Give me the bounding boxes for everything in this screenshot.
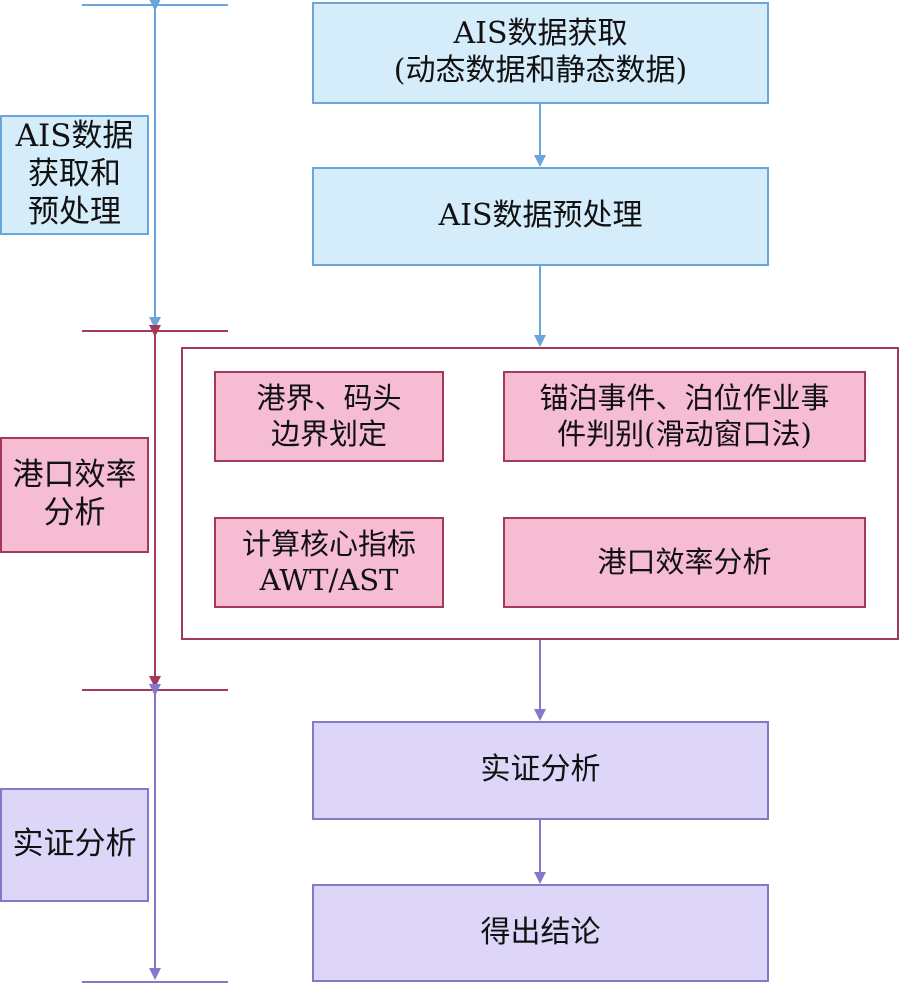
- stage-label-empirical: 实证分析: [0, 788, 149, 902]
- stage-label-acquisition-text: AIS数据 获取和 预处理: [15, 118, 134, 230]
- stage-label-efficiency-text: 港口效率 分析: [12, 457, 137, 531]
- step-ais-acquisition-text: AIS数据获取 (动态数据和静态数据): [393, 16, 688, 88]
- step-efficiency-analysis: 港口效率分析: [503, 517, 866, 608]
- step-ais-acquisition: AIS数据获取 (动态数据和静态数据): [312, 2, 769, 104]
- step-empirical-analysis: 实证分析: [312, 721, 769, 820]
- step-conclusion: 得出结论: [312, 884, 769, 982]
- step-empirical-analysis-text: 实证分析: [480, 752, 601, 788]
- step-conclusion-text: 得出结论: [480, 914, 601, 950]
- efficiency-analysis-frame: [181, 347, 899, 640]
- step-core-indicators-text: 计算核心指标 AWT/AST: [241, 527, 416, 597]
- stage-label-acquisition: AIS数据 获取和 预处理: [0, 115, 149, 235]
- step-ais-preprocessing-text: AIS数据预处理: [438, 198, 643, 234]
- step-event-detection: 锚泊事件、泊位作业事 件判别(滑动窗口法): [503, 371, 866, 462]
- stage-label-empirical-text: 实证分析: [12, 826, 137, 863]
- step-boundary-definition-text: 港界、码头 边界划定: [256, 381, 402, 451]
- stage-label-efficiency: 港口效率 分析: [0, 437, 149, 553]
- step-efficiency-analysis-text: 港口效率分析: [597, 544, 772, 579]
- step-event-detection-text: 锚泊事件、泊位作业事 件判别(滑动窗口法): [539, 381, 830, 451]
- step-ais-preprocessing: AIS数据预处理: [312, 167, 769, 266]
- step-core-indicators: 计算核心指标 AWT/AST: [214, 517, 444, 608]
- step-boundary-definition: 港界、码头 边界划定: [214, 371, 444, 462]
